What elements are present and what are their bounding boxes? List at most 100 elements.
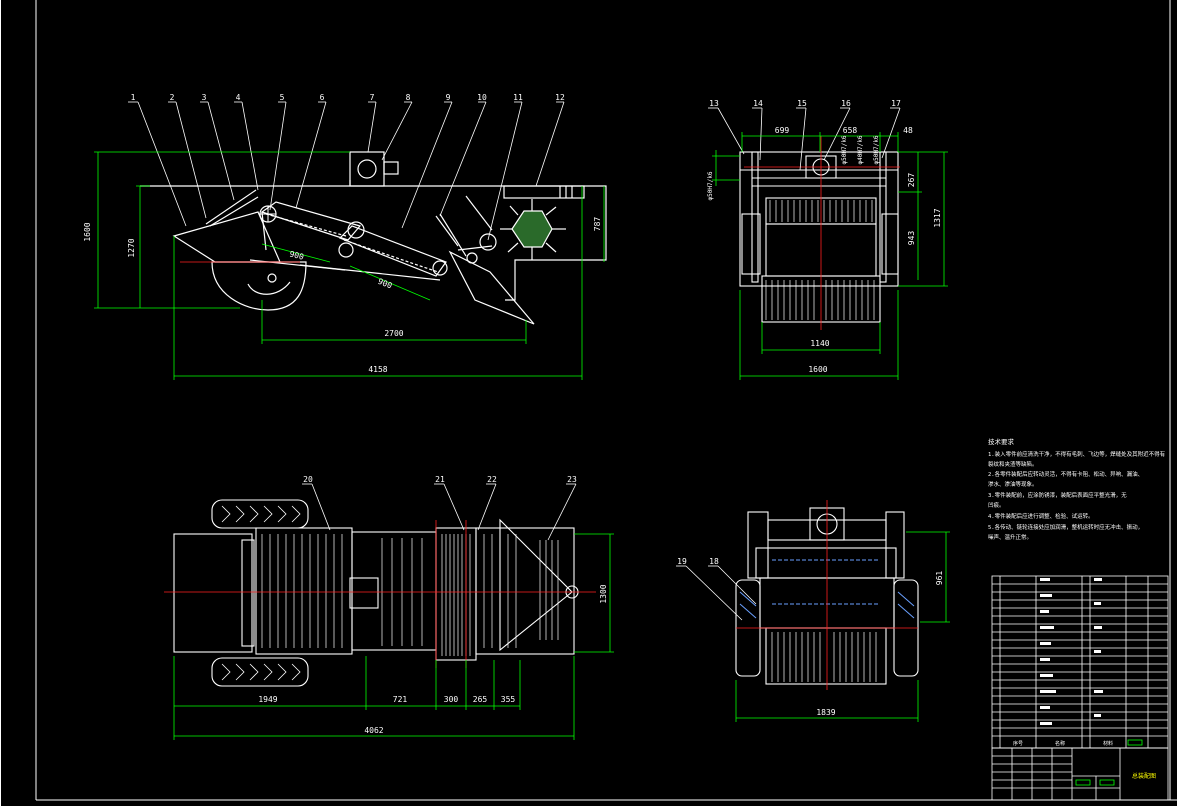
side-view-dim-text: 4158 2700 1600 1270 787 900 900 — [83, 217, 602, 374]
fit-a: φ50H7/k6 — [707, 171, 714, 200]
fit-b: φ50H7/k6 — [841, 135, 848, 164]
notes-line-7: 4.零件装配后应进行调整、检验、试运转。 — [988, 512, 1094, 520]
notes-line-9: 噪声、温升正常。 — [988, 533, 1032, 541]
callout-6: 6 — [320, 93, 325, 102]
plan-view-callouts: 20 21 22 23 — [303, 475, 577, 484]
dim-overall-length: 4158 — [368, 365, 387, 374]
dim-d4: 265 — [473, 695, 488, 704]
dim-r1: 267 — [907, 173, 916, 188]
plan-view-centerlines — [164, 520, 596, 668]
callout-1: 1 — [131, 93, 136, 102]
callout-13: 13 — [709, 99, 719, 108]
plan-view-dims — [173, 533, 614, 740]
front-view-dims — [735, 531, 950, 722]
dim-width: 1300 — [599, 584, 608, 603]
callout-18: 18 — [709, 557, 719, 566]
technical-notes: 技术要求 1.装入零件前应清洗干净，不得有毛刺、飞边等，焊缝处及其附近不得有 裂… — [988, 437, 1166, 541]
col-header-name: 名称 — [1055, 740, 1065, 747]
callout-11: 11 — [513, 93, 523, 102]
callout-7: 7 — [370, 93, 375, 102]
plan-view: 20 21 22 23 1949 721 300 265 355 4062 13… — [164, 475, 614, 740]
dim-d2: 721 — [393, 695, 408, 704]
callout-14: 14 — [753, 99, 763, 108]
notes-line-8: 5.各传动、链轮连接处应加润滑，整机运转时应无冲击、振动， — [988, 523, 1143, 531]
dim-total: 4062 — [364, 726, 383, 735]
callout-22: 22 — [487, 475, 497, 484]
parts-list — [991, 575, 1169, 749]
front-view-hatch — [739, 559, 915, 619]
front-view-centerlines — [736, 500, 918, 690]
side-view: 1 2 3 4 5 6 7 8 9 10 11 12 — [83, 93, 607, 380]
notes-line-4: 渗水、渗油等现象。 — [988, 480, 1038, 488]
side-view-dims — [94, 151, 605, 380]
title-block-marks — [1075, 739, 1143, 786]
drawing-name: 总装配图 — [1132, 772, 1156, 780]
callout-16: 16 — [841, 99, 851, 108]
dim-top-c: 48 — [903, 126, 913, 135]
callout-9: 9 — [446, 93, 451, 102]
callout-19: 19 — [677, 557, 687, 566]
notes-line-5: 3.零件装配前，应涂防锈漆，装配后表面应平整光滑，无 — [988, 491, 1127, 499]
callout-5: 5 — [280, 93, 285, 102]
dim-d3: 300 — [444, 695, 459, 704]
callout-15: 15 — [797, 99, 807, 108]
dim-d1: 1949 — [258, 695, 277, 704]
callout-17: 17 — [891, 99, 901, 108]
dim-wheelbase: 2700 — [384, 329, 403, 338]
rear-view: 13 14 15 16 17 699 658 48 1140 1600 — [707, 99, 948, 380]
plan-view-body — [173, 499, 579, 687]
plan-view-dim-text: 1949 721 300 265 355 4062 1300 — [258, 584, 608, 735]
callout-4: 4 — [236, 93, 241, 102]
notes-line-6: 凹痕。 — [988, 501, 1005, 509]
rear-view-dim-text: 699 658 48 1140 1600 267 943 1317 — [775, 126, 942, 374]
dim-front-width: 1839 — [816, 708, 835, 717]
dim-r3: 1317 — [933, 208, 942, 227]
callout-21: 21 — [435, 475, 445, 484]
callout-10: 10 — [477, 93, 487, 102]
side-view-body — [140, 151, 607, 325]
dim-front-height: 961 — [935, 571, 944, 586]
notes-line-1: 1.装入零件前应清洗干净，不得有毛刺、飞边等，焊缝处及其附近不得有 — [988, 450, 1166, 458]
rear-view-callouts: 13 14 15 16 17 — [709, 99, 901, 108]
dim-top-b: 658 — [843, 126, 858, 135]
side-view-callouts: 1 2 3 4 5 6 7 8 9 10 11 12 — [131, 93, 565, 102]
title-block — [991, 747, 1169, 801]
dim-height: 1600 — [83, 222, 92, 241]
dim-chain-a: 900 — [289, 249, 305, 261]
front-view-callouts: 19 18 — [677, 557, 719, 566]
dim-top-a: 699 — [775, 126, 790, 135]
callout-12: 12 — [555, 93, 565, 102]
callout-23: 23 — [567, 475, 577, 484]
dim-inner-w: 1140 — [810, 339, 829, 348]
col-header-no: 序号 — [1013, 740, 1023, 747]
callout-8: 8 — [406, 93, 411, 102]
dim-d5: 355 — [501, 695, 516, 704]
front-view-leaders — [676, 565, 757, 621]
plan-view-leaders — [302, 483, 577, 541]
rear-view-grill — [765, 200, 875, 320]
fit-d: φ50H7/k6 — [873, 135, 880, 164]
col-header-material: 材料 — [1103, 740, 1113, 747]
side-view-leaders — [128, 101, 565, 241]
rear-view-centerlines — [744, 136, 900, 330]
rear-view-leaders — [708, 107, 901, 171]
fit-c: φ40H7/k6 — [857, 135, 864, 164]
front-view: 19 18 1839 961 — [676, 500, 950, 722]
callout-20: 20 — [303, 475, 313, 484]
dim-height2: 1270 — [127, 238, 136, 257]
callout-3: 3 — [202, 93, 207, 102]
side-view-hatch — [260, 206, 276, 222]
plan-view-slats — [261, 534, 559, 656]
callout-2: 2 — [170, 93, 175, 102]
dim-outer-w: 1600 — [808, 365, 827, 374]
front-view-dim-text: 1839 961 — [816, 571, 944, 717]
notes-title: 技术要求 — [988, 437, 1015, 446]
plan-view-tread — [221, 505, 301, 681]
rear-view-dims — [712, 132, 948, 380]
parts-list-entries — [1040, 578, 1103, 725]
front-view-tines — [771, 632, 877, 682]
dim-rear: 787 — [593, 217, 602, 232]
notes-line-3: 2.各零件装配后应转动灵活，不得有卡阻、松动、异响、漏油、 — [988, 470, 1143, 478]
